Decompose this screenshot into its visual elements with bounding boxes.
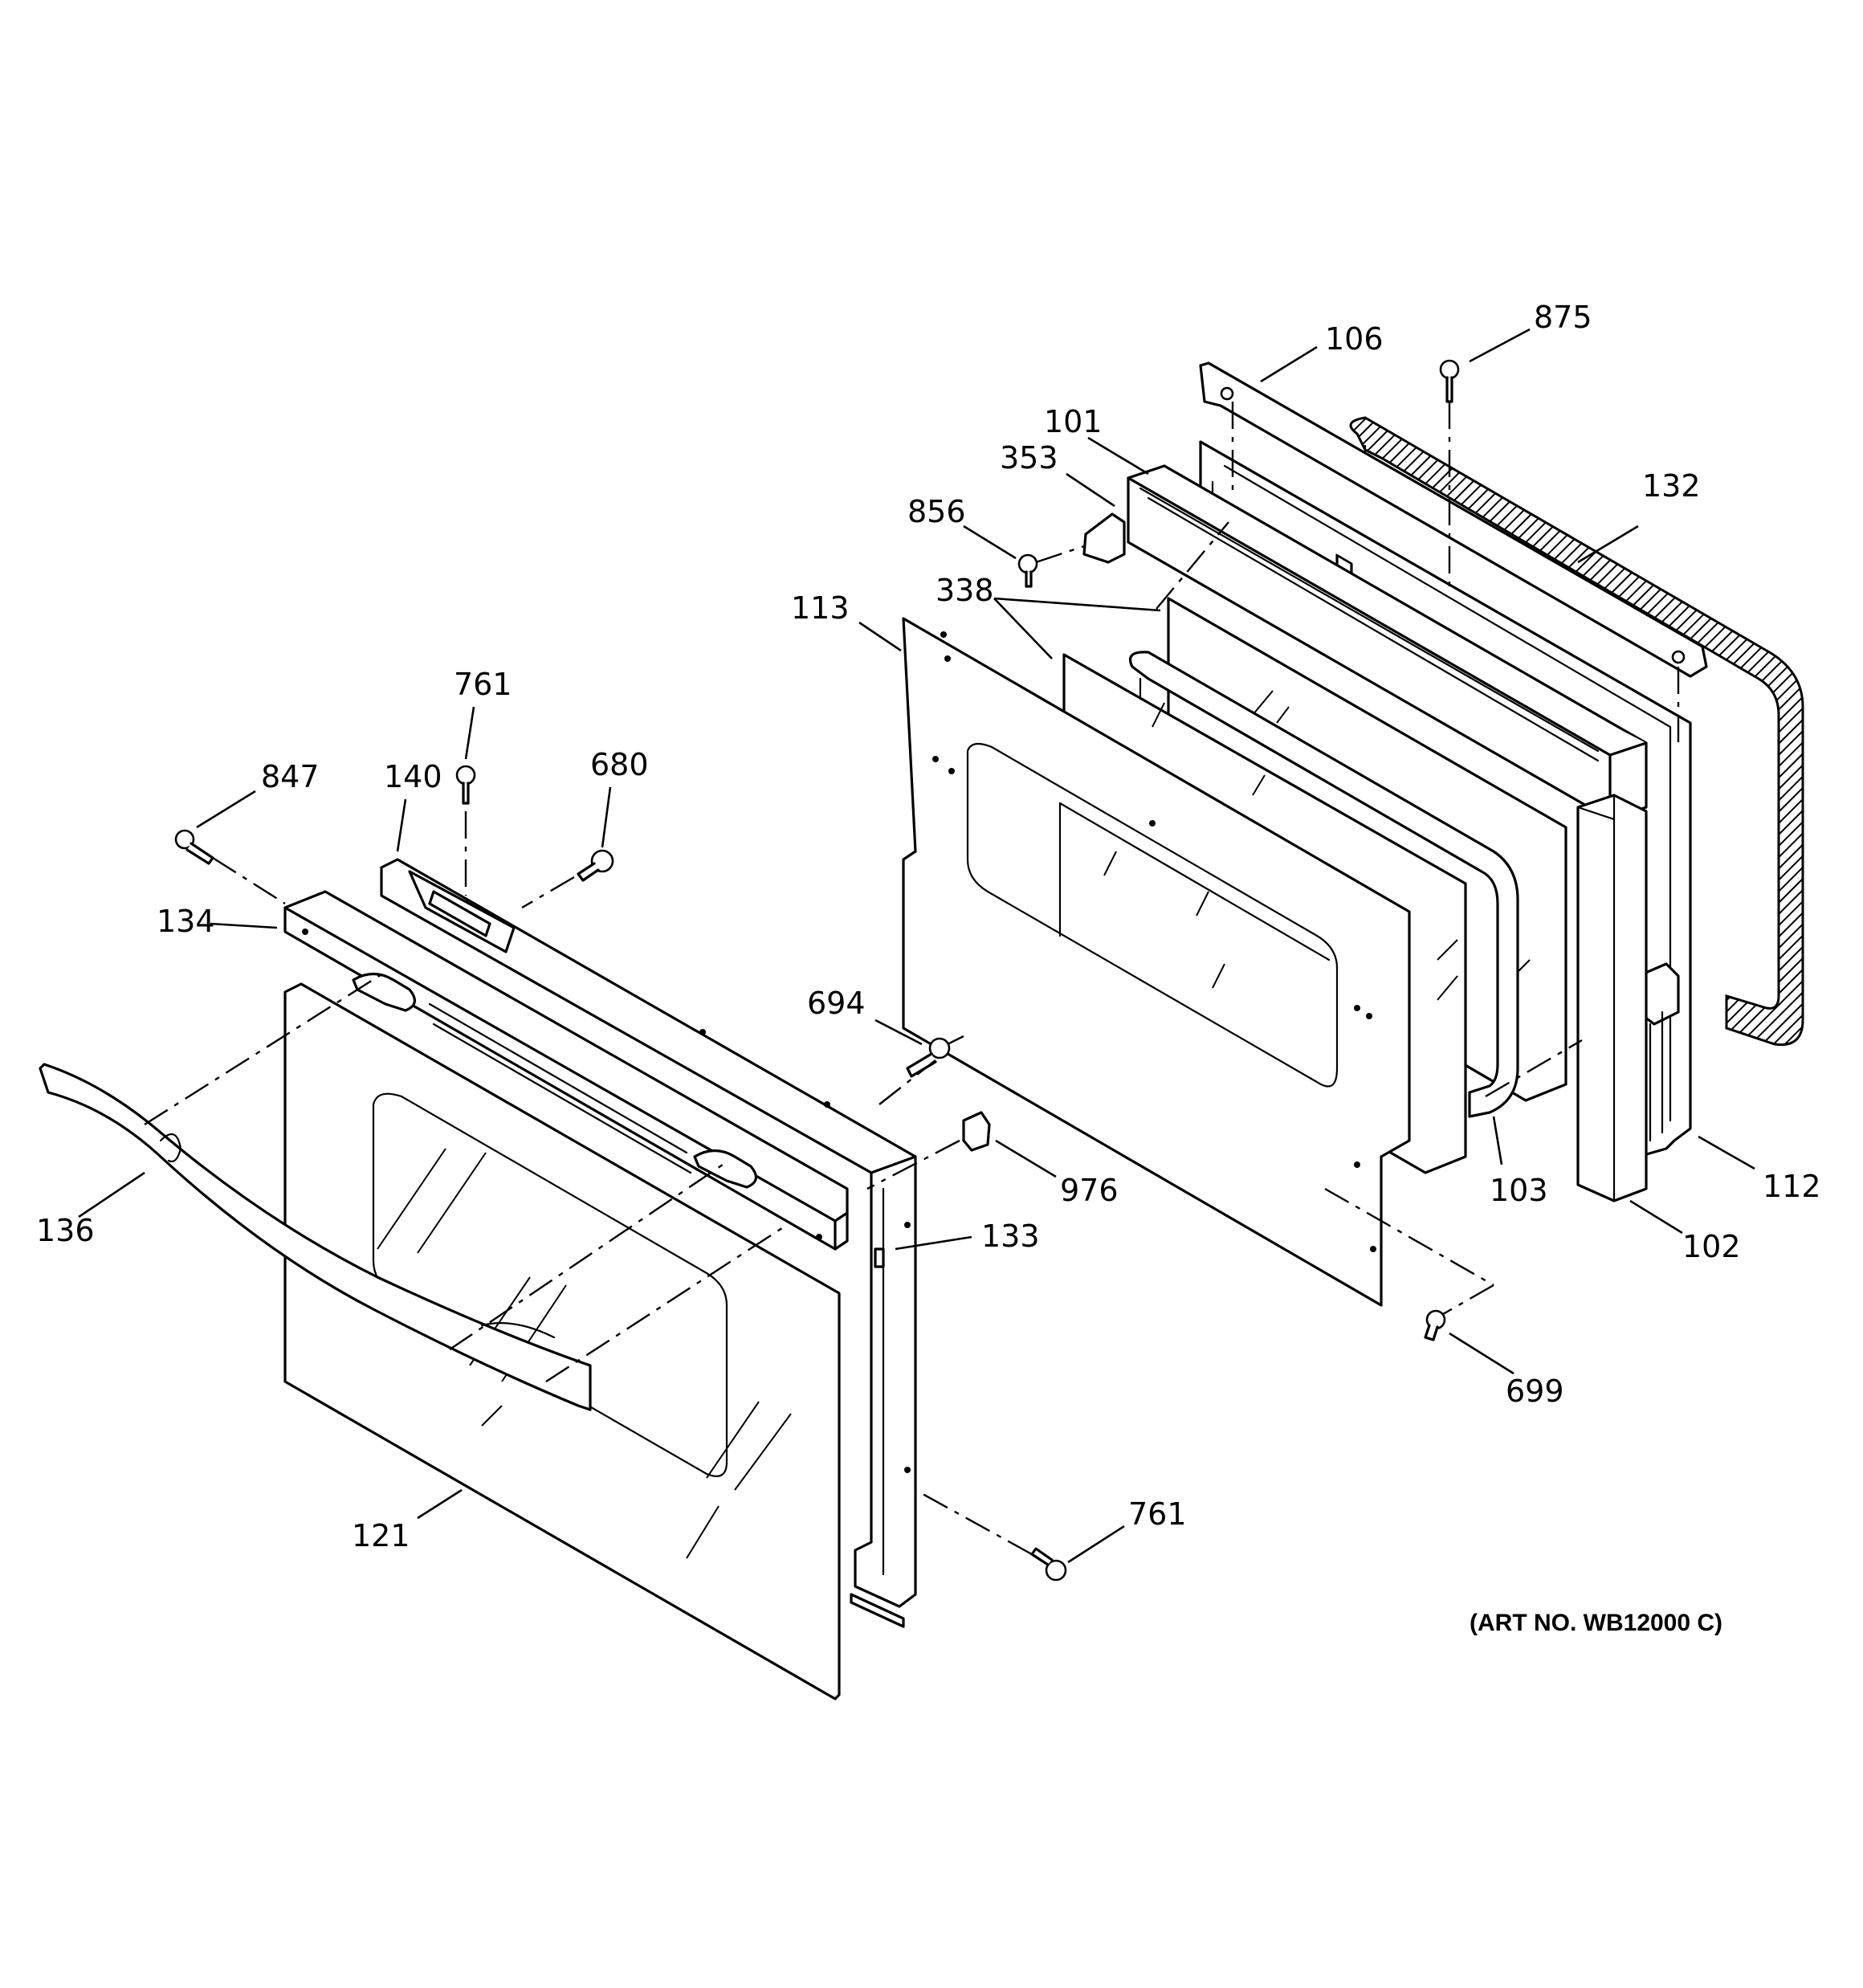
- callout-101: 101: [1044, 404, 1103, 439]
- callout-140: 140: [384, 759, 442, 794]
- nut-680: [521, 849, 614, 909]
- callout-103: 103: [1490, 1173, 1548, 1208]
- callout-113: 113: [791, 590, 850, 626]
- callout-694: 694: [807, 986, 866, 1021]
- callout-761-top: 761: [454, 667, 512, 702]
- screw-699: [1424, 1309, 1446, 1341]
- leader-lines: [78, 328, 1755, 1564]
- callout-136: 136: [36, 1213, 95, 1248]
- callout-847: 847: [261, 759, 320, 794]
- callout-875: 875: [1534, 300, 1592, 335]
- callout-976: 976: [1060, 1173, 1119, 1208]
- callout-132: 132: [1642, 468, 1701, 504]
- callout-699: 699: [1506, 1374, 1564, 1409]
- callout-856: 856: [907, 494, 966, 529]
- vent-channel-140: [408, 870, 516, 953]
- screw-761-bottom: [915, 1488, 1067, 1582]
- callout-133: 133: [981, 1219, 1040, 1254]
- callout-353: 353: [1000, 440, 1058, 476]
- screw-856: [1017, 553, 1038, 588]
- inner-glass-103: [1128, 651, 1519, 1118]
- inner-door-panel-113: [902, 617, 1411, 1307]
- callout-112: 112: [1763, 1169, 1821, 1204]
- clip-976: [866, 1111, 991, 1190]
- callout-106: 106: [1325, 321, 1384, 357]
- side-channel-102: [1576, 794, 1648, 1202]
- screw-847: [174, 829, 286, 905]
- screw-694: [906, 1035, 964, 1078]
- callout-102: 102: [1682, 1229, 1741, 1264]
- callout-labels: 106 875 101 353 132 856 338 113 761 847 …: [36, 300, 1821, 1636]
- art-number: (ART NO. WB12000 C): [1470, 1610, 1722, 1636]
- callout-134: 134: [157, 904, 215, 939]
- screw-875: [1439, 359, 1460, 594]
- callout-121: 121: [352, 1518, 410, 1553]
- door-insulation-frame-101: [1127, 464, 1648, 821]
- screw-761-top: [455, 765, 476, 896]
- assembly-guide-lines-left: [144, 970, 936, 1383]
- door-handle-136: [39, 1063, 592, 1411]
- door-outer-shell-133: [380, 858, 917, 1628]
- callout-338: 338: [936, 573, 994, 608]
- top-trim-134: [283, 890, 849, 1251]
- hinge-bracket-353: [1035, 512, 1126, 564]
- vent-bracket-106: [1199, 361, 1708, 747]
- callout-761-bottom: 761: [1128, 1496, 1187, 1532]
- callout-680: 680: [590, 747, 649, 782]
- assembly-guide-lines-right: [1156, 521, 1583, 1319]
